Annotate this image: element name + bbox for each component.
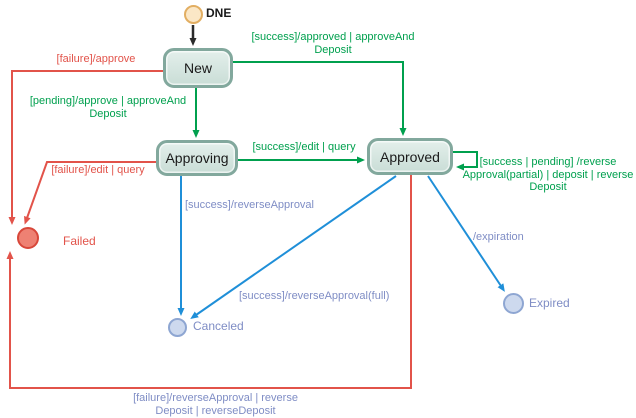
terminal-failed-label: Failed xyxy=(63,234,96,248)
terminal-node-failed xyxy=(17,227,39,249)
edge-approved-to-expired xyxy=(427,175,505,292)
state-new-label: New xyxy=(183,60,212,76)
start-node-dne xyxy=(184,5,203,24)
label-pending-approve: [pending]/approve | approveAnd Deposit xyxy=(29,95,187,120)
edge-approved-self-loop xyxy=(453,151,478,171)
terminal-node-canceled xyxy=(168,318,187,337)
label-success-reverse-approval: [success]/reverseApproval xyxy=(185,199,314,211)
terminal-node-expired xyxy=(503,293,524,314)
label-success-approved: [success]/approved | approveAnd Deposit xyxy=(251,31,415,56)
label-failure-edit-query: [failure]/edit | query xyxy=(51,164,145,176)
edge-approved-to-canceled xyxy=(190,175,397,319)
edge-approved-to-failed xyxy=(6,175,412,389)
state-new[interactable]: New xyxy=(163,48,233,88)
state-approving-label: Approving xyxy=(165,150,229,166)
label-approved-self-loop: [success | pending] /reverse Approval(pa… xyxy=(462,156,634,193)
label-failure-reverse: [failure]/reverseApproval | reverse Depo… xyxy=(133,392,298,417)
label-success-reverse-approval-full: [success]/reverseApproval(full) xyxy=(239,290,390,302)
edge-new-to-approved xyxy=(233,61,407,136)
label-expiration: /expiration xyxy=(473,231,524,243)
label-success-edit-query: [success]/edit | query xyxy=(252,141,356,153)
terminal-canceled-label: Canceled xyxy=(193,319,244,333)
edge-approving-to-failed xyxy=(24,161,156,225)
state-approved-label: Approved xyxy=(380,148,440,165)
state-approved[interactable]: Approved xyxy=(367,138,453,175)
start-node-label: DNE xyxy=(206,6,232,20)
label-failure-approve: [failure]/approve xyxy=(56,53,136,65)
terminal-expired-label: Expired xyxy=(529,296,570,310)
edge-new-to-failed xyxy=(8,70,163,225)
state-approving[interactable]: Approving xyxy=(156,140,238,176)
